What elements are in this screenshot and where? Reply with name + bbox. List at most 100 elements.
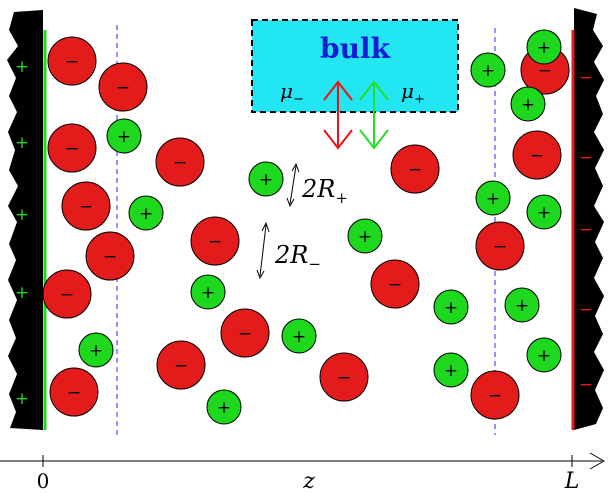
cation: + xyxy=(190,274,226,310)
cation: + xyxy=(128,195,164,231)
svg-text:−: − xyxy=(116,78,130,98)
mu-plus-label: μ+ xyxy=(401,79,425,107)
anion-diameter-arrow xyxy=(256,221,270,280)
cation: + xyxy=(475,180,511,216)
svg-text:−: − xyxy=(174,356,188,376)
exchange-arrow-minus xyxy=(323,80,353,150)
anion: − xyxy=(49,367,99,417)
left-wall-charge: + xyxy=(15,389,29,409)
left-electrode-wall xyxy=(7,10,43,430)
right-wall-charges: − − − − − xyxy=(579,68,593,395)
left-wall-charges: + + + + + xyxy=(15,57,29,409)
cation: + xyxy=(281,318,317,354)
cation: + xyxy=(510,86,546,122)
left-wall-charge: + xyxy=(15,57,29,77)
right-wall-charge: − xyxy=(579,68,593,88)
cation: + xyxy=(526,194,562,230)
svg-text:−: − xyxy=(173,153,187,173)
z-axis xyxy=(0,452,606,470)
anions: − − − − − − − − − − − − − − − − − − xyxy=(42,36,570,420)
svg-text:+: + xyxy=(358,227,372,247)
svg-text:+: + xyxy=(292,327,306,347)
bulk-label: bulk xyxy=(320,32,391,65)
mu-minus-label: μ− xyxy=(280,79,304,107)
cation: + xyxy=(106,118,142,154)
bulk-reservoir: bulk μ− μ+ xyxy=(251,19,459,113)
svg-text:−: − xyxy=(238,324,252,344)
svg-text:+: + xyxy=(515,296,529,316)
axis-z-label: z xyxy=(302,469,315,493)
cation: + xyxy=(206,389,242,425)
anion-diameter-label: 2R− xyxy=(274,241,321,273)
svg-text:+: + xyxy=(521,95,535,115)
cation-diameter-arrow xyxy=(286,162,300,208)
svg-text:−: − xyxy=(103,247,117,267)
right-wall-charge: − xyxy=(579,375,593,395)
anion: − xyxy=(512,130,562,180)
anion: − xyxy=(319,352,369,402)
svg-text:−: − xyxy=(408,160,422,180)
cation: + xyxy=(433,289,469,325)
svg-text:+: + xyxy=(481,61,495,81)
right-wall-charge: − xyxy=(579,220,593,240)
bulk-box xyxy=(251,19,459,113)
anion: − xyxy=(98,62,148,112)
svg-text:−: − xyxy=(67,383,81,403)
left-wall-charge: + xyxy=(15,205,29,225)
left-wall-charge: + xyxy=(15,283,29,303)
svg-text:−: − xyxy=(538,61,552,81)
svg-text:+: + xyxy=(537,38,551,58)
cation: + xyxy=(470,52,506,88)
cation: + xyxy=(504,287,540,323)
svg-text:−: − xyxy=(388,275,402,295)
anion: − xyxy=(47,36,97,86)
anion: − xyxy=(42,269,92,319)
cation: + xyxy=(526,337,562,373)
svg-text:−: − xyxy=(60,285,74,305)
anion: − xyxy=(85,231,135,281)
anion: − xyxy=(475,221,525,271)
exchange-arrow-plus xyxy=(359,80,389,150)
svg-text:−: − xyxy=(65,52,79,72)
svg-text:+: + xyxy=(444,298,458,318)
right-wall-charge: − xyxy=(579,300,593,320)
svg-text:+: + xyxy=(259,170,273,190)
axis-end-label: L xyxy=(564,469,580,493)
anion: − xyxy=(370,259,420,309)
anion: − xyxy=(155,137,205,187)
svg-text:−: − xyxy=(79,197,93,217)
svg-text:+: + xyxy=(201,283,215,303)
svg-text:+: + xyxy=(117,127,131,147)
svg-text:−: − xyxy=(530,146,544,166)
cation-diameter-label: 2R+ xyxy=(301,175,348,207)
cation: + xyxy=(78,332,114,368)
cations: + + + + + + + + + + + + + + + + + xyxy=(78,29,562,425)
svg-text:+: + xyxy=(537,346,551,366)
svg-text:+: + xyxy=(139,204,153,224)
anion: − xyxy=(190,216,240,266)
cation: + xyxy=(248,161,284,197)
anion: − xyxy=(47,123,97,173)
svg-text:−: − xyxy=(337,368,351,388)
right-wall-charge: − xyxy=(579,148,593,168)
right-electrode-wall xyxy=(574,8,604,430)
svg-text:+: + xyxy=(444,361,458,381)
axis-origin-label: 0 xyxy=(37,469,50,493)
anion: − xyxy=(61,181,111,231)
svg-text:+: + xyxy=(89,341,103,361)
svg-text:−: − xyxy=(65,139,79,159)
anion: − xyxy=(220,308,270,358)
svg-text:+: + xyxy=(217,398,231,418)
cation: + xyxy=(433,352,469,388)
svg-text:−: − xyxy=(208,232,222,252)
svg-text:+: + xyxy=(537,203,551,223)
svg-text:−: − xyxy=(488,386,502,406)
svg-text:+: + xyxy=(486,189,500,209)
cation: + xyxy=(347,218,383,254)
cation: + xyxy=(526,29,562,65)
anion: − xyxy=(470,370,520,420)
anion: − xyxy=(390,144,440,194)
anion: − xyxy=(156,340,206,390)
svg-text:−: − xyxy=(493,237,507,257)
